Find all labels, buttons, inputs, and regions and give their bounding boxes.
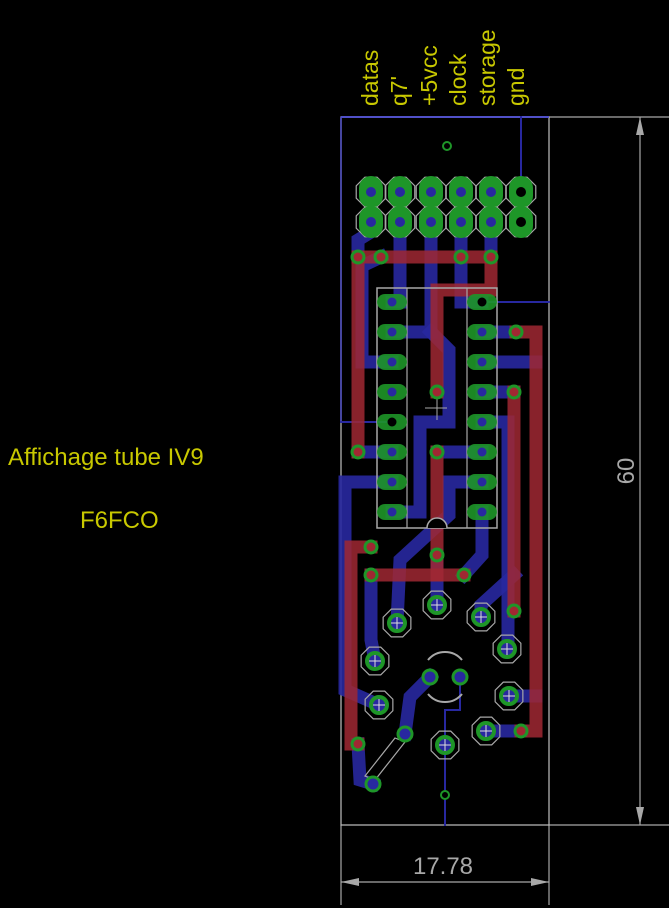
pad-cross — [439, 739, 451, 751]
capacitor-outline — [427, 650, 463, 704]
dimension-lines — [340, 116, 669, 905]
component-pad — [451, 668, 469, 686]
component-pad — [421, 668, 439, 686]
tube-pin-outline — [364, 690, 394, 720]
connector-label-datas: datas — [357, 50, 383, 106]
silkscreen-layer — [364, 287, 498, 781]
component-pad — [396, 725, 414, 743]
via — [363, 567, 379, 583]
header-drill — [395, 217, 405, 227]
pad-cross — [501, 643, 513, 655]
tube-pin-outline — [466, 602, 496, 632]
ic-drill — [387, 357, 397, 367]
ic-drill — [387, 477, 397, 487]
pad-cross — [373, 699, 385, 711]
bottom-trace — [364, 568, 383, 669]
connector-label-gnd: gnd — [503, 68, 529, 106]
pad-cross — [503, 690, 515, 702]
tube-pin-outline — [492, 634, 522, 664]
via — [513, 723, 529, 739]
pad-cross — [391, 617, 403, 629]
tube-pin-outline — [422, 590, 452, 620]
ic-drill — [477, 387, 487, 397]
header-drill — [395, 187, 405, 197]
mounting-hole — [440, 790, 450, 800]
via — [483, 249, 499, 265]
ic-drill — [477, 417, 487, 427]
crystal-outline — [364, 737, 406, 781]
width-dimension-label: 17.78 — [413, 853, 473, 880]
ic-drill — [477, 357, 487, 367]
header-drill — [456, 187, 466, 197]
via — [350, 444, 366, 460]
height-dimension-label: 60 — [613, 458, 640, 485]
pads-layer — [350, 141, 537, 800]
ic-drill — [477, 507, 487, 517]
header-drill — [426, 187, 436, 197]
via — [363, 539, 379, 555]
pad-cross — [475, 611, 487, 623]
via — [508, 324, 524, 340]
pad-cross — [431, 599, 443, 611]
via — [429, 444, 445, 460]
ic-drill — [387, 447, 397, 457]
ic-drill — [387, 297, 397, 307]
via — [373, 249, 389, 265]
board-author: F6FCO — [80, 507, 159, 534]
board-title: Affichage tube IV9 — [8, 444, 204, 471]
header-drill — [516, 217, 526, 227]
ic-drill — [387, 507, 397, 517]
ic-notch — [426, 517, 448, 529]
via — [456, 567, 472, 583]
bottom-trace — [454, 505, 489, 585]
header-drill — [516, 187, 526, 197]
ic-drill — [387, 327, 397, 337]
bottom-trace — [385, 322, 456, 519]
via — [429, 384, 445, 400]
header-drill — [426, 217, 436, 227]
top-trace — [430, 250, 498, 399]
component-pad — [364, 775, 382, 793]
connector-label-5vcc: +5vcc — [416, 45, 442, 106]
via — [453, 249, 469, 265]
bottom-trace — [397, 667, 440, 742]
connector-label-q7: q7' — [386, 76, 412, 106]
header-drill — [486, 187, 496, 197]
via — [429, 547, 445, 563]
tube-pin-outline — [494, 681, 524, 711]
header-drill — [366, 187, 376, 197]
ic-drill — [387, 387, 397, 397]
header-drill — [486, 217, 496, 227]
via — [350, 736, 366, 752]
ic-inner-lines — [406, 288, 468, 528]
ic-drill — [477, 477, 487, 487]
connector-label-clock: clock — [445, 53, 471, 106]
ic-drill — [477, 447, 487, 457]
ic-drill — [387, 417, 397, 427]
ic-drill — [477, 327, 487, 337]
connector-label-storage: storage — [474, 29, 500, 106]
ic-origin-cross — [425, 396, 447, 420]
ic-drill — [477, 297, 487, 307]
via — [350, 249, 366, 265]
tube-pin-outline — [382, 608, 412, 638]
pad-cross — [480, 725, 492, 737]
mounting-hole — [442, 141, 452, 151]
header-drill — [456, 217, 466, 227]
via — [506, 384, 522, 400]
tube-pin-outline — [360, 646, 390, 676]
header-drill — [366, 217, 376, 227]
via — [506, 603, 522, 619]
thin-bottom-trace — [444, 676, 461, 826]
tube-pin-outline — [430, 730, 460, 760]
tube-pin-outline — [471, 716, 501, 746]
pad-cross — [369, 655, 381, 667]
